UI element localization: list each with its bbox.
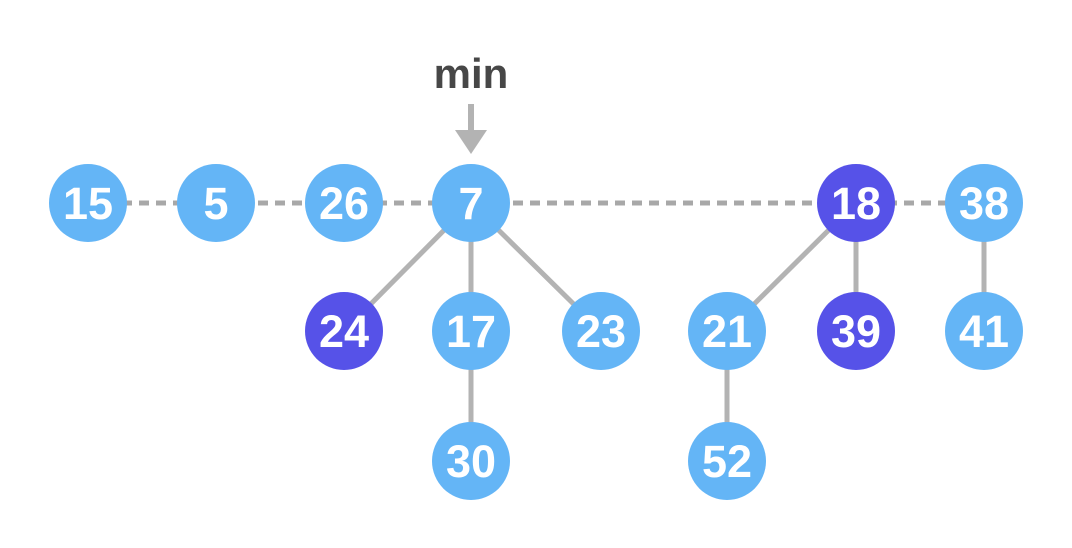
heap-node-41: 41 <box>945 292 1023 370</box>
heap-node-value-39: 39 <box>831 306 881 357</box>
heap-node-circle-7 <box>432 164 510 242</box>
heap-node-value-30: 30 <box>446 436 496 487</box>
heap-node-39: 39 <box>817 292 895 370</box>
heap-node-value-21: 21 <box>702 306 752 357</box>
heap-node-15: 15 <box>49 164 127 242</box>
heap-node-value-5: 5 <box>203 178 228 229</box>
heap-node-circle-38 <box>945 164 1023 242</box>
heap-node-21: 21 <box>688 292 766 370</box>
heap-node-circle-15 <box>49 164 127 242</box>
heap-node-value-24: 24 <box>319 306 369 357</box>
heap-node-52: 52 <box>688 422 766 500</box>
heap-node-23: 23 <box>562 292 640 370</box>
heap-node-circle-23 <box>562 292 640 370</box>
min-pointer-layer: min <box>434 50 509 154</box>
heap-node-value-26: 26 <box>319 178 369 229</box>
heap-node-circle-17 <box>432 292 510 370</box>
heap-node-circle-24 <box>305 292 383 370</box>
min-arrow-head-icon <box>455 130 487 154</box>
heap-node-circle-30 <box>432 422 510 500</box>
heap-node-value-17: 17 <box>446 306 496 357</box>
heap-node-value-7: 7 <box>458 178 483 229</box>
heap-node-value-41: 41 <box>959 306 1009 357</box>
heap-node-value-23: 23 <box>576 306 626 357</box>
heap-node-value-38: 38 <box>959 178 1009 229</box>
heap-node-circle-39 <box>817 292 895 370</box>
heap-node-26: 26 <box>305 164 383 242</box>
heap-node-circle-18 <box>817 164 895 242</box>
heap-node-18: 18 <box>817 164 895 242</box>
heap-node-circle-52 <box>688 422 766 500</box>
heap-node-circle-41 <box>945 292 1023 370</box>
heap-node-value-15: 15 <box>63 178 113 229</box>
heap-node-7: 7 <box>432 164 510 242</box>
heap-node-38: 38 <box>945 164 1023 242</box>
heap-node-value-18: 18 <box>831 178 881 229</box>
heap-node-circle-21 <box>688 292 766 370</box>
heap-node-value-52: 52 <box>702 436 752 487</box>
heap-node-24: 24 <box>305 292 383 370</box>
heap-node-5: 5 <box>177 164 255 242</box>
heap-nodes-layer: 15 5 26 7 18 38 24 17 23 21 39 41 30 52 <box>49 164 1023 500</box>
heap-node-circle-26 <box>305 164 383 242</box>
heap-node-30: 30 <box>432 422 510 500</box>
min-pointer-label: min <box>434 50 509 97</box>
heap-node-17: 17 <box>432 292 510 370</box>
heap-node-circle-5 <box>177 164 255 242</box>
